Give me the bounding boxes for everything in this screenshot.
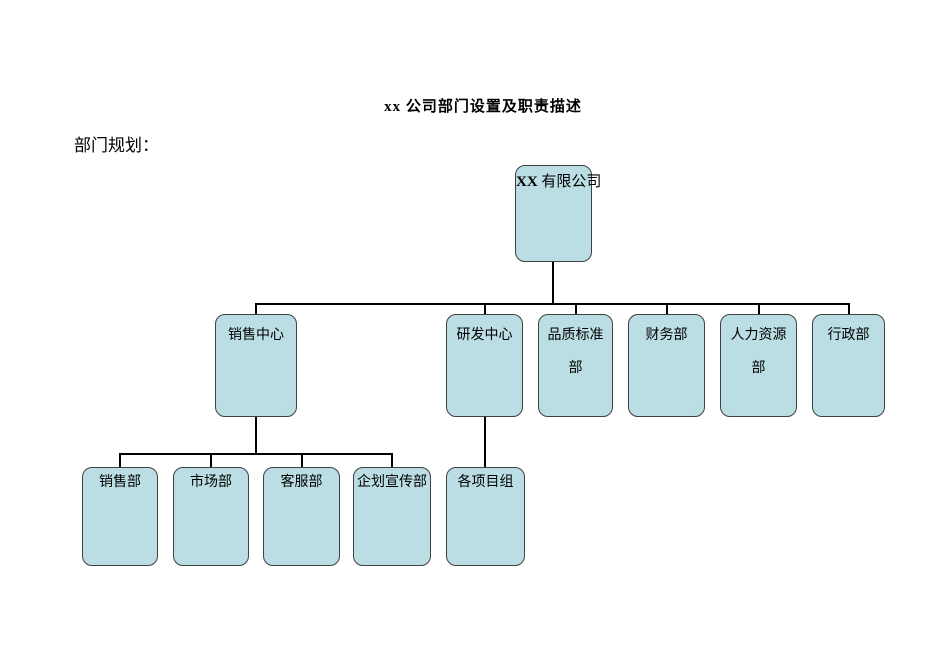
org-node-quality-standards-dept[interactable]: 品质标准 部 bbox=[538, 314, 613, 417]
connector-rd-vertical bbox=[484, 417, 486, 468]
connector-drop-marketing-dept bbox=[210, 453, 212, 468]
org-node-admin-dept[interactable]: 行政部 bbox=[812, 314, 885, 417]
org-node-customer-service-dept[interactable]: 客服部 bbox=[263, 467, 340, 566]
connector-drop-service-dept bbox=[301, 453, 303, 468]
connector-drop-hr-dept bbox=[758, 303, 760, 316]
org-node-planning-publicity-dept[interactable]: 企划宣传部 bbox=[353, 467, 431, 566]
org-node-sales-dept[interactable]: 销售部 bbox=[82, 467, 158, 566]
org-node-project-teams[interactable]: 各项目组 bbox=[446, 467, 525, 566]
connector-drop-admin-dept bbox=[848, 303, 850, 316]
org-node-finance-dept[interactable]: 财务部 bbox=[628, 314, 705, 417]
document-title: xx 公司部门设置及职责描述 bbox=[384, 99, 582, 115]
connector-drop-sales-dept bbox=[119, 453, 121, 468]
connector-sales-vertical bbox=[255, 417, 257, 455]
connector-drop-finance-dept bbox=[666, 303, 668, 316]
org-node-hr-dept[interactable]: 人力资源 部 bbox=[720, 314, 797, 417]
org-node-marketing-dept[interactable]: 市场部 bbox=[173, 467, 249, 566]
org-node-company-label: 有限公司 bbox=[541, 174, 602, 190]
org-node-company-label-bold: XX bbox=[516, 174, 538, 190]
connector-level2-horizontal bbox=[255, 303, 850, 305]
connector-drop-planning-dept bbox=[391, 453, 393, 468]
org-node-company[interactable]: XX 有限公司 bbox=[515, 165, 601, 262]
connector-drop-quality-dept bbox=[575, 303, 577, 316]
section-label: 部门规划： bbox=[74, 136, 159, 155]
org-node-rd-center[interactable]: 研发中心 bbox=[446, 314, 523, 417]
org-node-sales-center[interactable]: 销售中心 bbox=[215, 314, 297, 417]
connector-root-vertical bbox=[552, 262, 554, 305]
connector-drop-sales-center bbox=[255, 303, 257, 316]
connector-drop-rd-center bbox=[484, 303, 486, 316]
connector-level3-horizontal bbox=[119, 453, 393, 455]
